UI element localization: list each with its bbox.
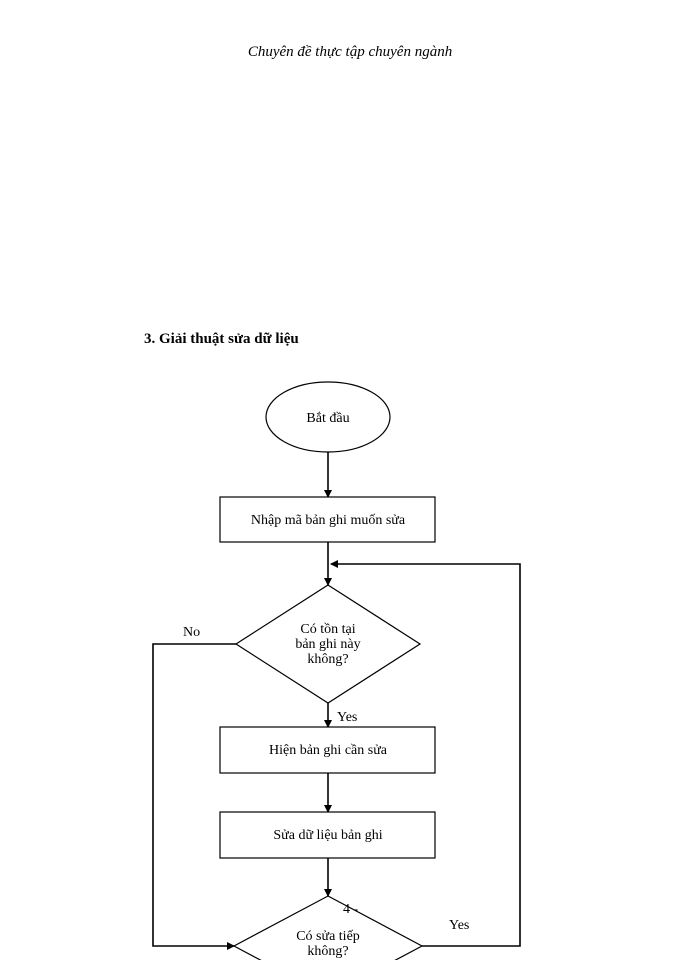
edit-record-label: Sửa dữ liệu bản ghi [273, 828, 382, 843]
start-terminal [265, 381, 391, 453]
input-process-label: Nhập mã bản ghi muốn sửa [251, 513, 406, 528]
yes-branch-label: Yes [337, 710, 357, 725]
edit-record-box [219, 811, 436, 859]
no-branch-label: No [183, 625, 200, 640]
continue-decision-line1: Có sửa tiếp [296, 929, 360, 944]
continue-decision-line2: không? [307, 944, 348, 959]
connector-no-branch [152, 643, 236, 950]
yes-loop-label: Yes [449, 918, 469, 933]
input-process-box [219, 496, 436, 543]
continue-decision-diamond [232, 895, 424, 960]
stray-page-number: 4 - [343, 902, 359, 917]
show-record-box [219, 726, 436, 774]
exists-decision-diamond [234, 584, 422, 704]
exists-decision-line2: bản ghi này [295, 637, 360, 652]
start-label: Bắt đầu [306, 411, 349, 426]
exists-decision-line3: không? [307, 652, 348, 667]
page-header: Chuyên đề thực tập chuyên ngành [247, 44, 453, 60]
connector-yes-loop [330, 560, 521, 947]
section-title: 3. Giải thuật sửa dữ liệu [144, 331, 299, 347]
show-record-label: Hiện bản ghi cần sửa [269, 743, 388, 758]
exists-decision-line1: Có tồn tại [300, 622, 355, 637]
